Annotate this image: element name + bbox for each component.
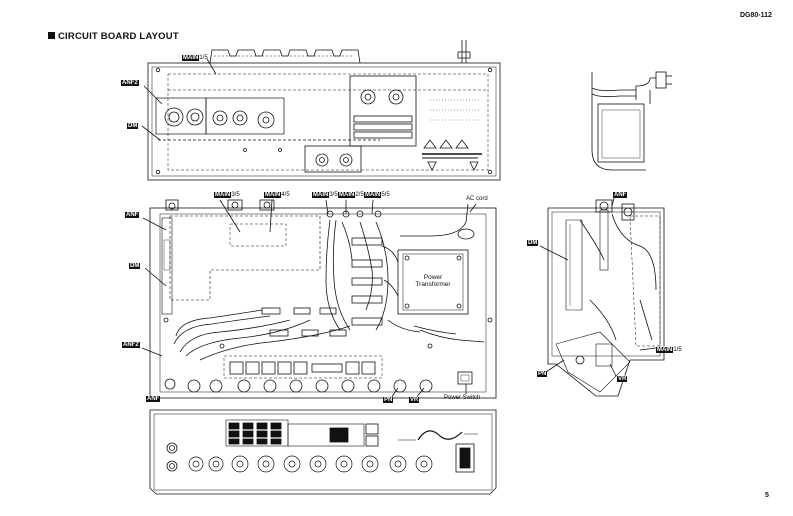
callout-anf2-mid: ANF2 (122, 342, 140, 348)
page-number: 5 (765, 492, 769, 499)
callout-pn-side: PN (537, 371, 548, 377)
callout-anf-mid: ANF (125, 212, 140, 218)
callout-main-2-5: MAIN2/5 (338, 192, 364, 198)
callout-pn-mid: PN (383, 397, 394, 403)
callout-dm-side: DM (527, 240, 539, 246)
callout-anf2-top: ANF2 (121, 80, 139, 86)
callout-main-3-5-b: MAIN3/5 (312, 192, 338, 198)
callout-main-top: MAIN1/5 (182, 55, 208, 61)
callout-anf-side: ANF (613, 192, 628, 198)
page-title: CIRCUIT BOARD LAYOUT (48, 31, 179, 42)
ac-cord-accessory (591, 71, 672, 171)
callout-vr-mid: VR (409, 397, 420, 403)
callout-power-switch: Power Switch (444, 395, 481, 401)
front-panel-view (149, 409, 497, 495)
callout-main-3-5-a: MAIN3/5 (214, 192, 240, 198)
callout-main-4-5: MAIN4/5 (264, 192, 290, 198)
callout-anf-bottom: ANF (146, 396, 161, 402)
callout-dm-mid: DM (129, 263, 141, 269)
chassis-top-view (141, 199, 497, 399)
callout-ac-cord: AC cord (466, 196, 488, 202)
rear-panel-view (141, 40, 501, 181)
callout-dm-top: DM (127, 123, 139, 129)
callout-main-5-5: MAIN5/5 (364, 192, 390, 198)
label-power-transformer: Power Transformer (415, 274, 451, 288)
model-code: DG80-112 (740, 12, 772, 19)
bullet-square-icon (48, 32, 55, 39)
page-title-text: CIRCUIT BOARD LAYOUT (58, 31, 179, 42)
callout-vr-side: VR (617, 376, 628, 382)
side-view (539, 197, 665, 397)
callout-main-side: MAIN1/5 (656, 347, 682, 353)
